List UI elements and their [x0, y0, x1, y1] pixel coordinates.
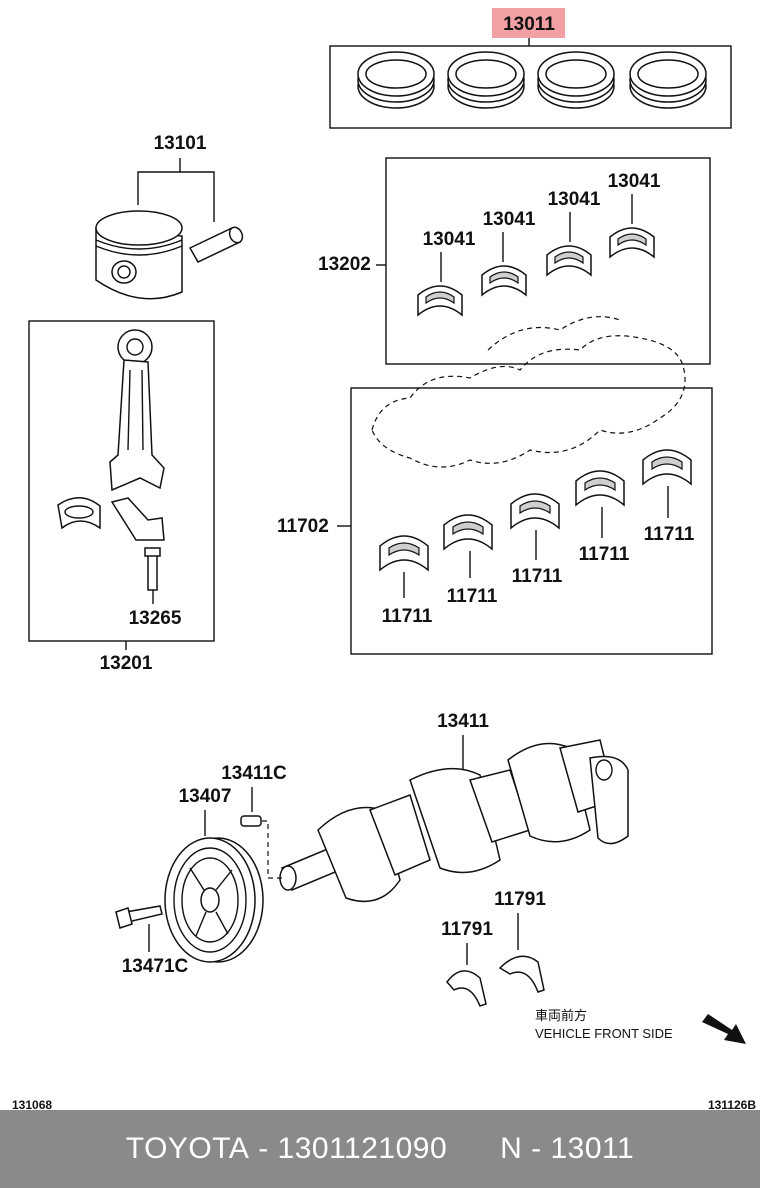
footer-brand: TOYOTA: [125, 1132, 250, 1165]
label-13101[interactable]: 13101: [154, 133, 207, 154]
piston-ring-set: [357, 51, 707, 109]
thrust-washer-a: [446, 970, 487, 1007]
main-bearing-e: [642, 449, 692, 486]
thrust-washer-b: [498, 955, 545, 993]
footer-sep: -: [249, 1132, 278, 1165]
label-11711-b[interactable]: 11711: [447, 586, 498, 607]
label-13041-d[interactable]: 13041: [608, 171, 661, 192]
label-13411[interactable]: 13411: [437, 711, 489, 732]
label-11702[interactable]: 11702: [277, 516, 329, 537]
piston-pin: [188, 226, 244, 263]
rod-bearing-a: [417, 285, 463, 317]
ref-code-right: 131126B: [708, 1098, 756, 1110]
rod-bearing-box: [385, 157, 711, 365]
label-13407[interactable]: 13407: [179, 786, 232, 807]
label-13041-b[interactable]: 13041: [483, 209, 536, 230]
piston-ring-box: [329, 45, 732, 129]
footer-part-number: 1301121090: [277, 1132, 448, 1165]
main-bearing-box: [350, 387, 713, 655]
main-bearing-d: [575, 470, 625, 507]
main-bearing-b: [443, 514, 493, 551]
highlight-13011: [492, 8, 565, 38]
rod-bearing-shell: [57, 497, 101, 530]
label-11711-c[interactable]: 11711: [512, 566, 563, 587]
label-11711-d[interactable]: 11711: [579, 544, 630, 565]
connecting-rod-box: [28, 320, 215, 642]
rod-bearing-b: [481, 265, 527, 297]
pulley-bolt: [115, 905, 163, 929]
front-note-en: VEHICLE FRONT SIDE: [535, 1026, 673, 1041]
label-13411C[interactable]: 13411C: [221, 763, 287, 784]
label-11711-e[interactable]: 11711: [644, 524, 695, 545]
main-bearing-a: [379, 535, 429, 572]
front-note-jp: 車両前方: [535, 1008, 587, 1023]
footer-bar: TOYOTA - 1301121090 N - 13011: [0, 1110, 760, 1188]
ref-code-left: 131068: [12, 1098, 52, 1110]
crankshaft-pulley: [164, 837, 264, 963]
rod-bolt: [144, 547, 161, 591]
label-11711-a[interactable]: 11711: [382, 606, 433, 627]
connecting-rod: [109, 329, 165, 541]
crankshaft-ghost-outline: [371, 316, 686, 468]
label-13011[interactable]: 13011: [503, 14, 555, 35]
footer-group: N - 13011: [500, 1132, 635, 1165]
label-11791-b[interactable]: 11791: [494, 889, 546, 910]
label-13041-c[interactable]: 13041: [548, 189, 601, 210]
front-arrow-icon: [702, 1014, 746, 1044]
piston: [95, 210, 183, 300]
footer-gap: [447, 1132, 500, 1166]
label-13265[interactable]: 13265: [129, 608, 182, 629]
crank-key: [240, 815, 262, 827]
rod-bearing-c: [546, 245, 592, 277]
label-13201[interactable]: 13201: [100, 653, 153, 674]
parts-diagram: 13011 13101: [12, 8, 756, 1110]
label-13471C[interactable]: 13471C: [122, 956, 189, 977]
label-11791-a[interactable]: 11791: [441, 919, 493, 940]
label-13202[interactable]: 13202: [318, 254, 371, 275]
crankshaft: [279, 739, 629, 903]
rod-bearing-d: [609, 227, 655, 259]
label-13041-a[interactable]: 13041: [423, 229, 476, 250]
main-bearing-c: [510, 493, 560, 530]
